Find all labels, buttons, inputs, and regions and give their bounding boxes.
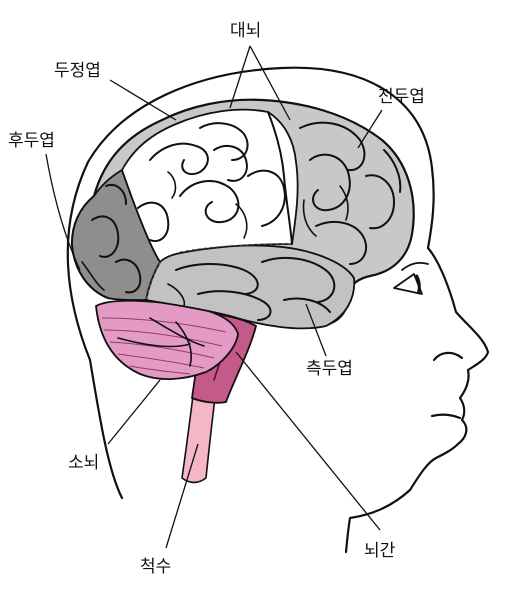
label-cerebrum: 대뇌 [230,21,261,41]
label-occipital-lobe: 후두엽 [8,131,55,151]
label-spinal-cord: 척수 [140,557,171,577]
leader-spinal-cord [165,443,199,549]
cerebellum [95,299,239,380]
leader-occipital [45,153,81,271]
head-outline [66,66,490,554]
leader-frontal [357,109,383,149]
gyri [81,111,402,321]
label-temporal-lobe: 측두엽 [306,359,353,379]
leader-cerebrum-1 [229,45,251,109]
label-frontal-lobe: 전두엽 [378,87,425,107]
label-cerebellum: 소뇌 [68,453,99,473]
leader-lines [45,45,383,549]
leader-parietal [109,79,177,121]
leader-cerebrum-2 [249,45,291,121]
temporal-lobe [145,244,356,330]
label-brainstem: 뇌간 [364,541,396,561]
leader-temporal [305,303,327,357]
eye [393,262,429,295]
leader-cerebellum [107,379,161,445]
leader-brainstem [235,351,381,531]
label-parietal-lobe: 두정엽 [54,61,101,81]
